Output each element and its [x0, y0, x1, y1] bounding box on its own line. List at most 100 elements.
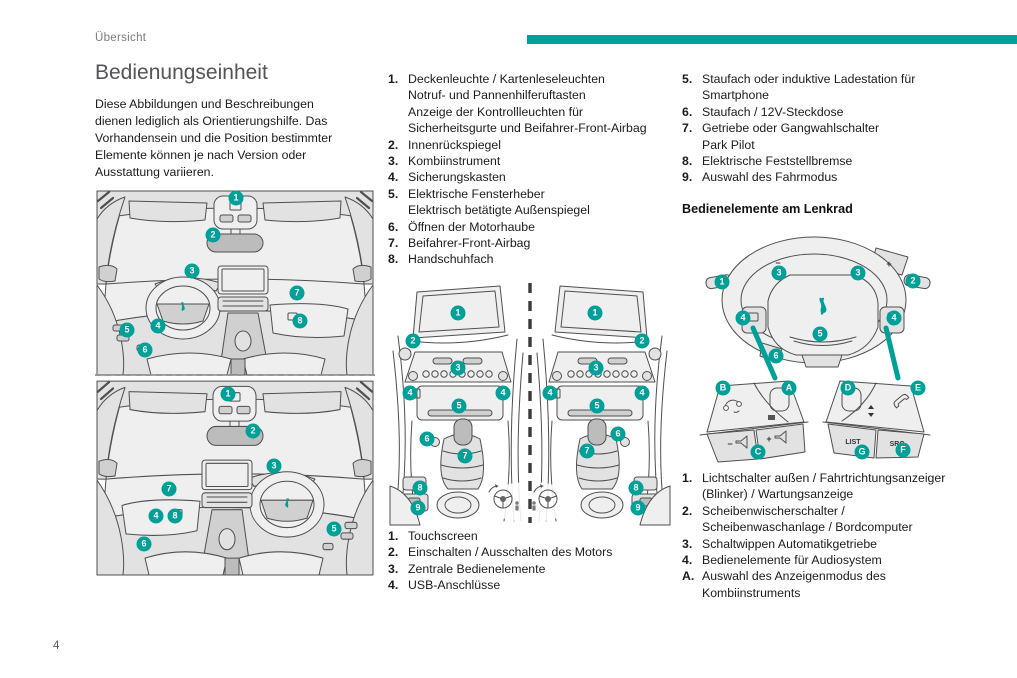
touchscreen-bezel [217, 265, 269, 295]
list-item-number: 1. [388, 72, 399, 86]
paddle-minus-icon: − [775, 258, 780, 268]
callout-3: 3 [184, 263, 200, 279]
list-item-number: 7. [388, 236, 399, 251]
driver-position-icon [515, 501, 519, 511]
callout-2: 2 [405, 333, 421, 349]
list-item-text: Handschuhfach [408, 252, 494, 267]
list-item-text: Scheibenwischerschalter /Scheibenwaschan… [702, 503, 913, 535]
list-item-number: 8. [682, 154, 693, 169]
list-item-text: Zentrale Bedienelemente [408, 561, 546, 576]
list-item: 6.Öffnen der Motorhaube [388, 219, 680, 235]
list-item-number: 4. [682, 553, 693, 568]
list-item-text: Kombiinstrument [408, 154, 501, 169]
vent-slats [222, 300, 264, 307]
sun-visor-right [262, 200, 342, 223]
list-item-number: 4. [388, 578, 399, 593]
interior-lhd-drawing [96, 190, 374, 376]
hub-trim-line [789, 336, 857, 346]
callout-9: 9 [630, 500, 646, 516]
list-item-number: 3. [682, 536, 693, 551]
list-item: 7. Beifahrer-Front-Airbag [388, 235, 680, 251]
list-item-text: Schaltwippen Automatikgetriebe [702, 536, 877, 551]
lhd-wheel-icon [488, 484, 513, 509]
page-title: Bedienungseinheit [95, 61, 268, 84]
screen-base [410, 334, 509, 344]
list-item-number: 5. [388, 186, 399, 201]
list-item-text: Sicherungskasten [408, 170, 506, 185]
list-item-text: Beifahrer-Front-Airbag [408, 236, 531, 251]
list-item-number: 5. [682, 72, 693, 86]
stowage-items-list: 5. Staufach oder induktive Ladestation fü… [682, 71, 1012, 186]
callout-1: 1 [228, 190, 244, 206]
callout-8: 8 [628, 480, 644, 496]
seat-right [242, 352, 326, 376]
headset-icon [723, 399, 742, 413]
list-item: 9.Auswahl des Fahrmodus [682, 169, 1012, 185]
list-item-number: 2. [682, 503, 693, 518]
mirror-stem [230, 228, 241, 235]
cup-holder-inner [444, 496, 472, 514]
page-number: 4 [53, 640, 60, 652]
callout-E: E [910, 380, 926, 396]
callout-4: 4 [495, 385, 511, 401]
list-button-label: LIST [845, 439, 861, 446]
callout-8: 8 [167, 508, 183, 524]
climate-knob [408, 371, 418, 381]
mute-key [768, 415, 775, 420]
arrow-down-icon [868, 413, 874, 417]
driver-position-icon [532, 501, 536, 511]
list-item: 2. Scheibenwischerschalter /Scheibenwasch… [682, 503, 1012, 536]
list-item-text: Auswahl des Fahrmodus [702, 170, 838, 185]
callout-7: 7 [289, 285, 305, 301]
list-item-text: USB-Anschlüsse [408, 578, 501, 593]
touchscreen [418, 290, 500, 333]
callout-B: B [715, 380, 731, 396]
list-item: 2.Innenrückspiegel [388, 137, 680, 153]
list-item-number: 1. [682, 471, 693, 485]
callout-2: 2 [634, 333, 650, 349]
wheel-section-heading: Bedienelemente am Lenkrad [682, 202, 853, 216]
callout-7: 7 [579, 443, 595, 459]
door-mirror-right [352, 264, 372, 283]
callout-4: 4 [886, 310, 902, 326]
callout-3: 3 [266, 458, 282, 474]
list-item-number: 4. [388, 170, 399, 185]
callout-1: 1 [587, 305, 603, 321]
list-item-text: Touchscreen [408, 529, 478, 543]
callout-4: 4 [735, 310, 751, 326]
list-item-number: 7. [682, 121, 693, 136]
thumbwheel-icon [769, 387, 790, 412]
wheel-hub [767, 274, 879, 356]
list-item-text: Staufach / 12V-Steckdose [702, 104, 844, 119]
left-stalk-pod: − + [699, 380, 809, 463]
list-item-number: 2. [388, 545, 399, 560]
list-item-number: 2. [388, 137, 399, 152]
callout-2: 2 [205, 227, 221, 243]
center-vents [217, 296, 269, 312]
touchscreen [221, 268, 265, 292]
rearview-mirror [206, 233, 264, 253]
list-item-number: 1. [388, 529, 399, 543]
volume-up-icon: + [766, 434, 771, 444]
callout-4: 4 [148, 508, 164, 524]
callout-9: 9 [410, 500, 426, 516]
callout-4: 4 [150, 318, 166, 334]
list-item: 4. Sicherungskasten [388, 169, 680, 185]
list-item-text: Einschalten / Ausschalten des Motors [408, 545, 613, 560]
climate-vent [432, 357, 453, 365]
callout-3: 3 [450, 360, 466, 376]
list-item: 8.Elektrische Feststellbremse [682, 153, 1012, 169]
breadcrumb-section-label: Übersicht [95, 32, 147, 44]
arrow-up-icon [868, 405, 874, 409]
callout-7: 7 [161, 481, 177, 497]
start-stop-button [398, 347, 412, 361]
